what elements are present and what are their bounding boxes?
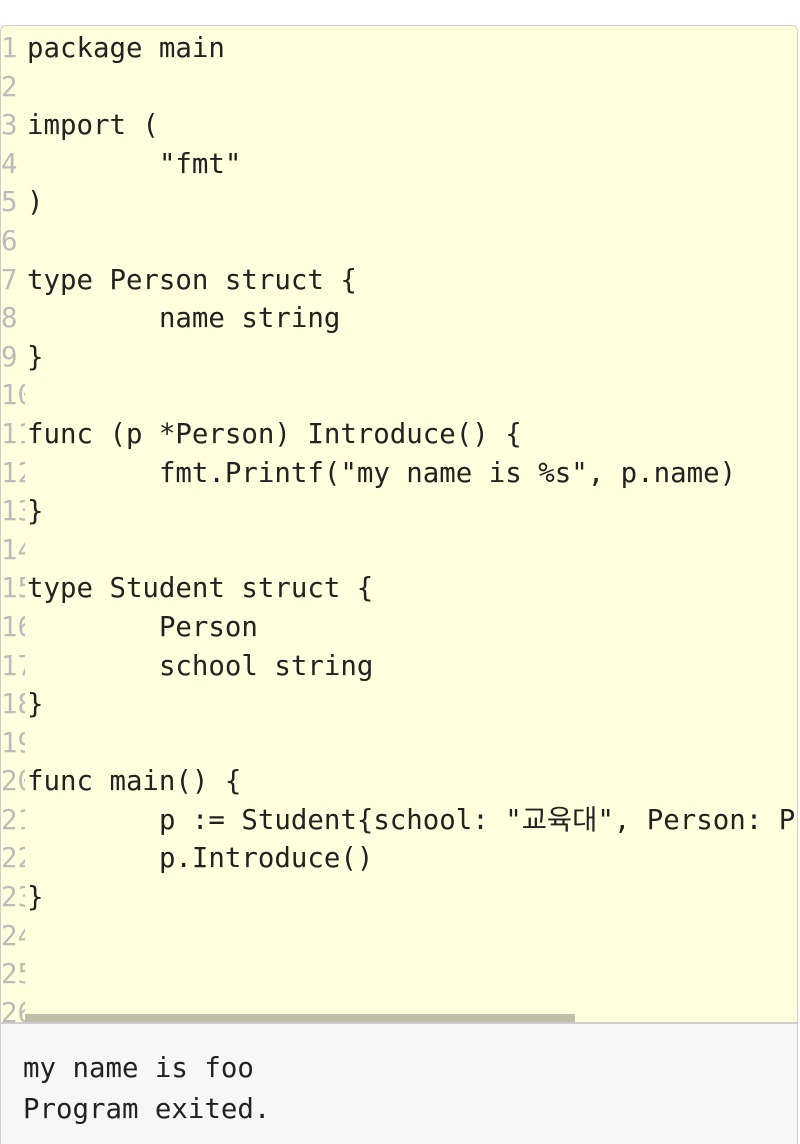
line-number: 4 [1, 148, 18, 180]
line-number: 5 [1, 187, 18, 219]
code-line: 26 [1, 995, 797, 1023]
code-line: 17 school string [1, 648, 797, 687]
line-number: 20 [1, 766, 25, 798]
code-text: ) [27, 187, 44, 219]
code-line: 25 [1, 956, 797, 995]
line-number: 9 [1, 341, 18, 373]
line-number: 12 [1, 457, 25, 489]
code-text: import ( [27, 110, 159, 142]
line-number: 25 [1, 959, 25, 991]
line-number: 17 [1, 650, 25, 682]
code-line: 5) [1, 184, 797, 223]
code-line: 18} [1, 686, 797, 725]
code-text: school string [27, 650, 374, 682]
code-line: 13} [1, 493, 797, 532]
code-line: 9} [1, 339, 797, 378]
line-number: 11 [1, 418, 25, 450]
line-number: 26 [1, 997, 25, 1023]
line-number: 1 [1, 33, 18, 64]
code-line: 14 [1, 532, 797, 571]
code-line: 3 import ( [1, 107, 797, 146]
code-text: Person [27, 611, 258, 643]
code-line: 20func main() { [1, 763, 797, 802]
code-line: 16 Person [1, 609, 797, 648]
line-number: 6 [1, 225, 18, 257]
code-line: 6 [1, 223, 797, 262]
code-line: 12 fmt.Printf("my name is %s", p.name) [1, 455, 797, 494]
code-text: name string [27, 303, 341, 335]
code-text: } [27, 341, 44, 373]
code-line: 15type Student struct { [1, 570, 797, 609]
code-line: 7 type Person struct { [1, 262, 797, 301]
code-text: p.Introduce() [27, 843, 374, 875]
line-number: 23 [1, 882, 25, 914]
code-line: 21 p := Student{school: "교육대", Person: P [1, 802, 797, 841]
code-text: type Person struct { [27, 264, 357, 296]
horizontal-scrollbar[interactable] [25, 1014, 575, 1022]
line-number: 16 [1, 611, 25, 643]
line-number: 7 [1, 264, 18, 296]
code-text: } [27, 689, 44, 721]
line-number: 2 [1, 71, 18, 103]
code-line: 24 [1, 918, 797, 957]
line-number: 8 [1, 303, 18, 335]
line-number: 18 [1, 689, 25, 721]
output-line: Program exited. [23, 1094, 271, 1125]
code-line: 4 "fmt" [1, 146, 797, 185]
code-text: } [27, 496, 44, 528]
line-number: 13 [1, 496, 25, 528]
code-line: 2 [1, 69, 797, 108]
code-text: } [27, 882, 44, 914]
code-text: fmt.Printf("my name is %s", p.name) [27, 457, 737, 489]
code-line: 19 [1, 725, 797, 764]
code-text: func (p *Person) Introduce() { [27, 418, 522, 450]
code-text: p := Student{school: "교육대", Person: P [27, 804, 796, 836]
code-text: "fmt" [27, 148, 242, 180]
output-line: my name is foo [23, 1053, 254, 1084]
code-line: 23} [1, 879, 797, 918]
line-number: 14 [1, 534, 25, 566]
line-number: 3 [1, 110, 18, 142]
line-number: 10 [1, 380, 25, 412]
line-number: 19 [1, 727, 25, 759]
code-text: func main() { [27, 766, 242, 798]
line-number: 15 [1, 573, 25, 605]
program-output: my name is foo Program exited. [0, 1023, 798, 1144]
code-line: 10 [1, 377, 797, 416]
code-text: package main [27, 33, 225, 64]
code-line: 8 name string [1, 300, 797, 339]
code-text: type Student struct { [27, 573, 374, 605]
code-line: 22 p.Introduce() [1, 840, 797, 879]
line-number: 22 [1, 843, 25, 875]
line-number: 21 [1, 804, 25, 836]
code-line: 1 package main [1, 30, 797, 69]
line-number: 24 [1, 920, 25, 952]
